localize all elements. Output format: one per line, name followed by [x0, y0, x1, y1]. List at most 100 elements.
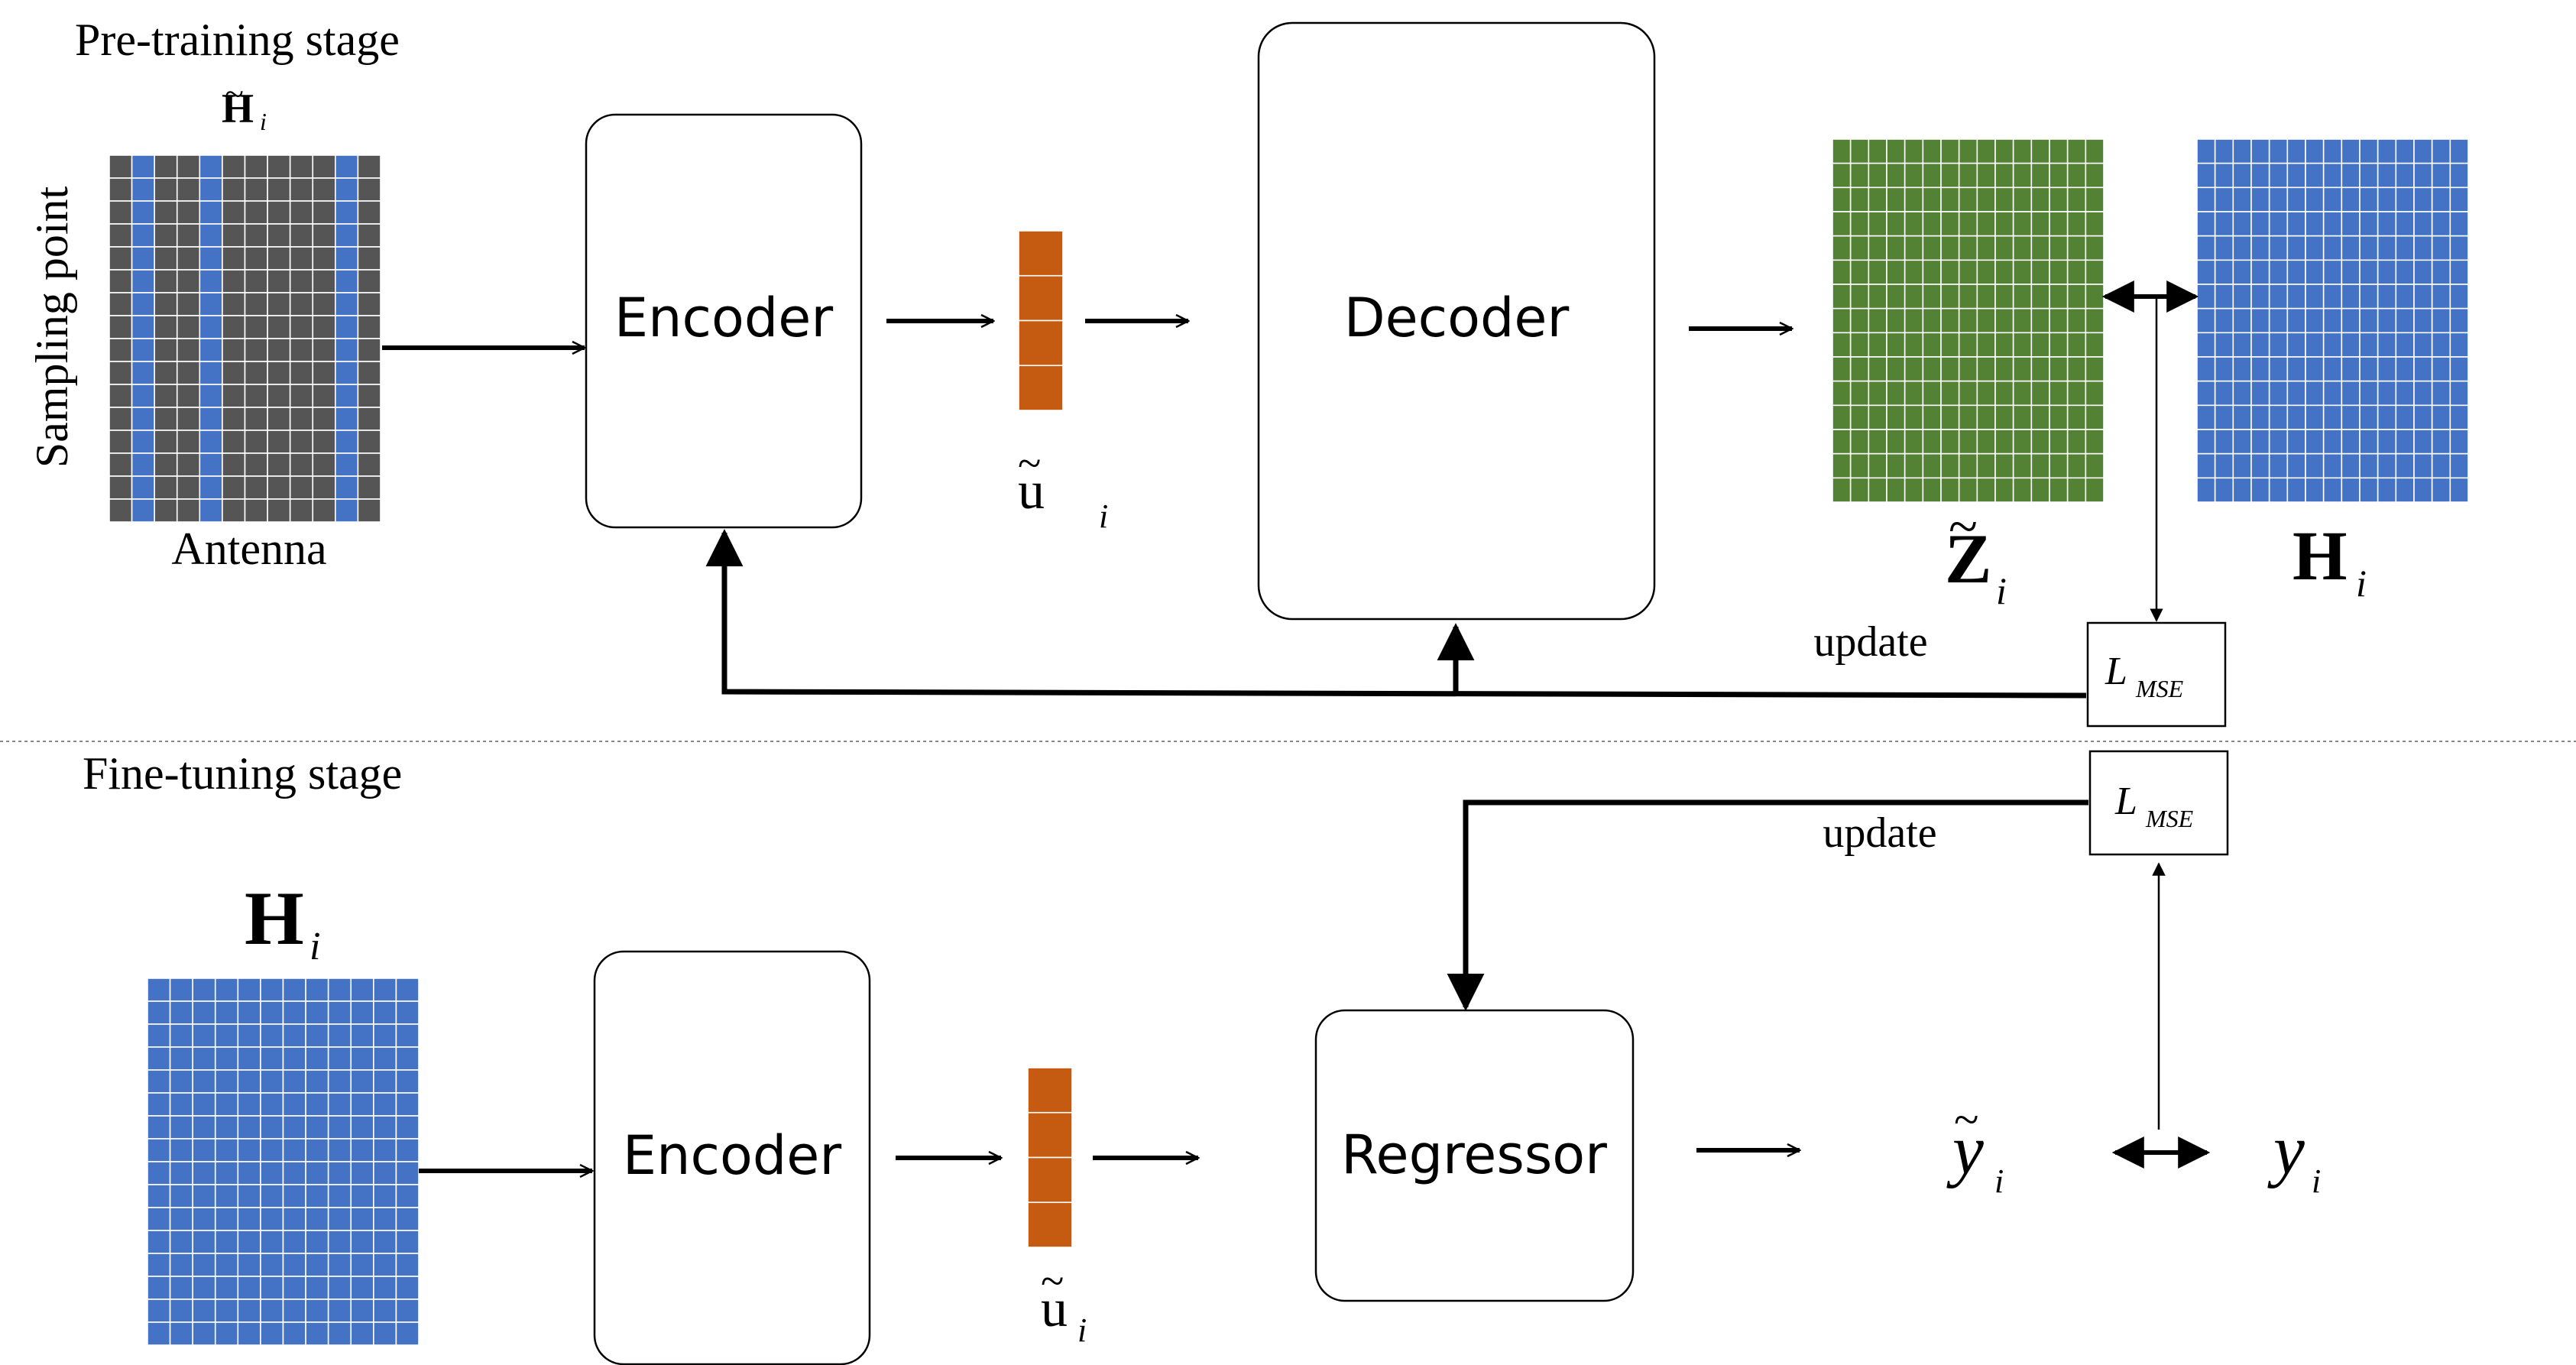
matrix-cell: [244, 269, 268, 293]
matrix-cell: [109, 223, 133, 248]
matrix-cell: [357, 223, 381, 248]
matrix-cell: [147, 1046, 171, 1071]
matrix-cell: [350, 1000, 374, 1025]
matrix-cell: [327, 1138, 352, 1162]
matrix-cell: [2214, 332, 2234, 358]
matrix-cell: [2250, 162, 2270, 189]
matrix-cell: [395, 978, 420, 1002]
matrix-cell: [2012, 211, 2033, 237]
matrix-cell: [1904, 380, 1924, 407]
matrix-cell: [1922, 452, 1942, 479]
matrix-cell: [169, 1115, 193, 1140]
matrix-cell: [2066, 259, 2087, 285]
label-symbol: y i: [2267, 1110, 2321, 1200]
matrix-cell: [2377, 429, 2397, 455]
matrix-cell: [2286, 211, 2306, 237]
matrix-cell: [305, 1046, 329, 1071]
matrix-cell: [1868, 477, 1887, 503]
matrix-cell: [335, 154, 359, 179]
matrix-cell: [1922, 356, 1942, 382]
matrix-cell: [1849, 162, 1870, 189]
matrix-cell: [267, 177, 291, 202]
matrix-cell: [312, 223, 336, 248]
finetuning-loss-label: L MSE: [2114, 780, 2194, 832]
matrix-cell: [131, 223, 155, 248]
matrix-cell: [312, 384, 336, 408]
matrix-cell: [327, 1184, 352, 1208]
svg-text:~: ~: [1949, 498, 1978, 556]
matrix-cell: [1904, 138, 1924, 164]
matrix-cell: [2268, 284, 2289, 310]
matrix-cell: [2413, 477, 2433, 503]
matrix-cell: [192, 1069, 216, 1094]
matrix-cell: [2395, 356, 2415, 382]
matrix-cell: [267, 361, 291, 385]
matrix-cell: [109, 200, 133, 225]
matrix-cell: [109, 384, 133, 408]
matrix-cell: [1868, 186, 1887, 212]
matrix-cell: [1832, 356, 1852, 382]
matrix-cell: [2449, 452, 2469, 479]
matrix-cell: [2341, 211, 2361, 237]
matrix-cell: [260, 1046, 284, 1071]
matrix-cell: [327, 1023, 352, 1048]
matrix-cell: [244, 361, 268, 385]
matrix-cell: [1940, 332, 1960, 358]
matrix-cell: [147, 1321, 171, 1346]
svg-text:i: i: [260, 108, 267, 135]
matrix-cell: [395, 1299, 420, 1323]
matrix-cell: [373, 1276, 397, 1300]
matrix-cell: [2322, 284, 2343, 310]
matrix-cell: [335, 384, 359, 408]
matrix-cell: [289, 407, 314, 431]
matrix-cell: [2395, 235, 2415, 261]
matrix-cell: [1994, 307, 2014, 334]
matrix-cell: [244, 177, 268, 202]
matrix-cell: [222, 407, 246, 431]
matrix-cell: [222, 154, 246, 179]
matrix-cell: [2395, 284, 2415, 310]
matrix-cell: [131, 177, 155, 202]
svg-text:i: i: [2312, 1162, 2321, 1200]
matrix-cell: [244, 154, 268, 179]
matrix-cell: [2322, 235, 2343, 261]
finetuning-latent-vector: [1027, 1067, 1073, 1248]
matrix-cell: [312, 338, 336, 362]
matrix-cell: [2431, 235, 2451, 261]
matrix-cell: [2196, 186, 2216, 212]
matrix-cell: [267, 315, 291, 339]
matrix-cell: [1886, 235, 1906, 261]
matrix-cell: [2359, 380, 2379, 407]
matrix-cell: [2395, 162, 2415, 189]
matrix-cell: [1832, 235, 1852, 261]
matrix-cell: [1994, 380, 2014, 407]
matrix-cell: [2359, 452, 2379, 479]
matrix-cell: [1994, 452, 2014, 479]
matrix-cell: [2431, 307, 2451, 334]
matrix-cell: [373, 1299, 397, 1323]
finetuning-input-symbol: H i: [245, 876, 320, 968]
matrix-cell: [1994, 356, 2014, 382]
matrix-cell: [2030, 380, 2050, 407]
matrix-cell: [2012, 186, 2033, 212]
matrix-cell: [2030, 404, 2050, 430]
matrix-cell: [2322, 138, 2343, 164]
matrix-cell: [2250, 452, 2270, 479]
matrix-cell: [2322, 186, 2343, 212]
matrix-cell: [109, 338, 133, 362]
matrix-cell: [357, 177, 381, 202]
matrix-cell: [1922, 186, 1942, 212]
matrix-cell: [214, 1299, 239, 1323]
matrix-cell: [1886, 162, 1906, 189]
matrix-cell: [131, 361, 155, 385]
matrix-cell: [1868, 284, 1887, 310]
matrix-cell: [244, 430, 268, 454]
matrix-cell: [1976, 259, 1996, 285]
matrix-cell: [260, 1092, 284, 1117]
matrix-cell: [2377, 138, 2397, 164]
matrix-cell: [2066, 235, 2087, 261]
matrix-cell: [1994, 332, 2014, 358]
matrix-cell: [214, 1023, 239, 1048]
matrix-cell: [350, 1023, 374, 1048]
matrix-cell: [2341, 307, 2361, 334]
